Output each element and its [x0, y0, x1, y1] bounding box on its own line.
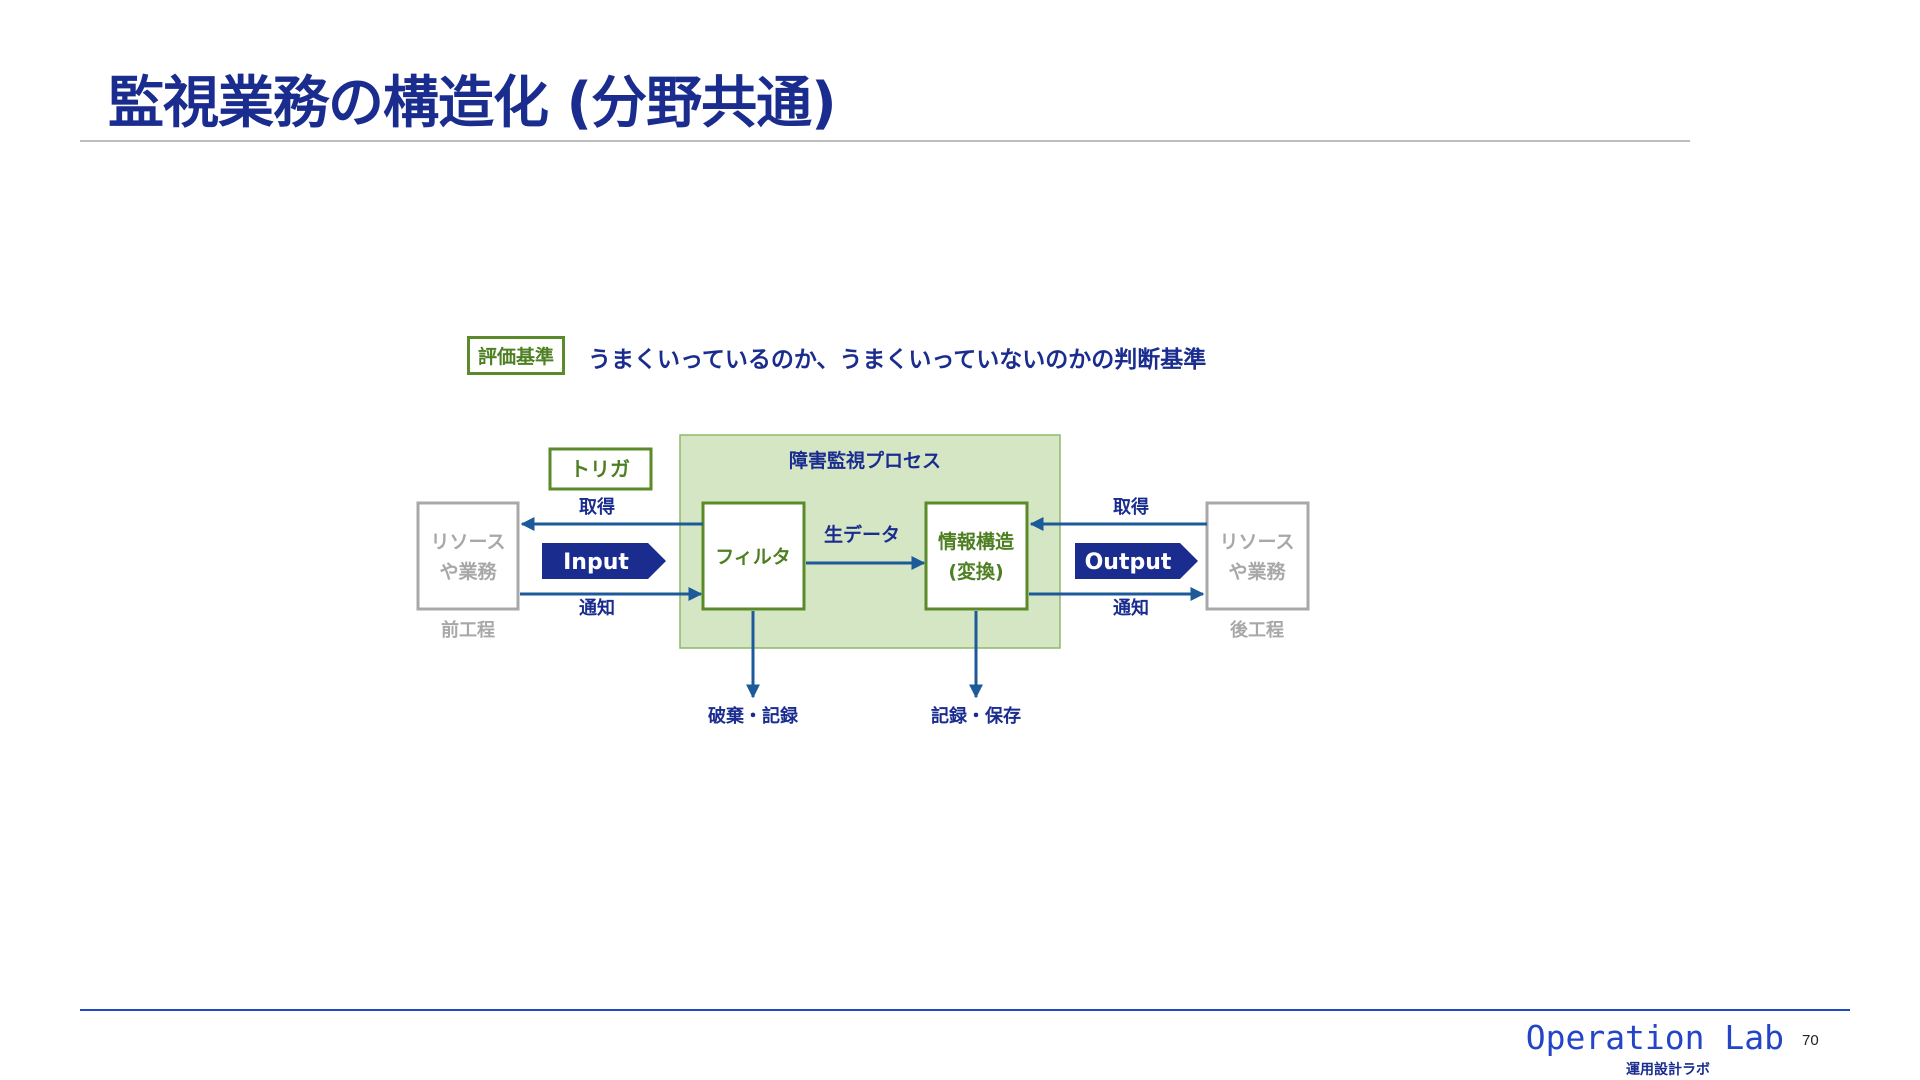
filter-label: フィルタ	[715, 546, 791, 568]
right-resource-line2: や業務	[1228, 560, 1286, 583]
info-structure-box	[924, 501, 1029, 611]
right-resource-caption: 後工程	[1230, 619, 1284, 641]
trigger-box	[548, 447, 653, 491]
notify-right-label: 通知	[1113, 597, 1149, 619]
process-label: 障害監視プロセス	[789, 449, 941, 472]
input-label: Input	[563, 550, 629, 575]
acquire-left-label: 取得	[579, 496, 615, 518]
filter-box	[701, 501, 806, 611]
title-divider	[80, 140, 1690, 142]
criteria-label-box: 評価基準	[467, 336, 565, 375]
left-resource-line2: や業務	[439, 560, 497, 583]
trigger-label: トリガ	[570, 457, 630, 481]
criteria-description: うまくいっているのか、うまくいっていないのかの判断基準	[588, 347, 1207, 373]
output-label: Output	[1085, 550, 1172, 575]
left-resource-line1: リソース	[430, 531, 505, 553]
page-number: 70	[1802, 1032, 1819, 1049]
brand-logo-text: Operation Lab	[1525, 1018, 1784, 1057]
acquire-right-label: 取得	[1113, 496, 1149, 518]
store-label: 記録・保存	[931, 705, 1021, 727]
input-tag	[542, 543, 666, 579]
info-structure-line2: (変換)	[948, 560, 1003, 583]
raw-data-label: 生データ	[824, 523, 900, 546]
discard-label: 破棄・記録	[708, 705, 799, 727]
left-resource-caption: 前工程	[441, 619, 495, 641]
right-resource-box	[1205, 501, 1310, 611]
left-resource-box	[416, 501, 520, 611]
notify-left-label: 通知	[579, 597, 615, 619]
page-title: 監視業務の構造化 (分野共通)	[108, 71, 837, 136]
footer-divider	[80, 1009, 1850, 1011]
info-structure-line1: 情報構造	[938, 530, 1015, 553]
brand-subtitle: 運用設計ラボ	[1626, 1062, 1710, 1078]
right-resource-line1: リソース	[1219, 531, 1294, 553]
output-tag	[1075, 543, 1198, 579]
